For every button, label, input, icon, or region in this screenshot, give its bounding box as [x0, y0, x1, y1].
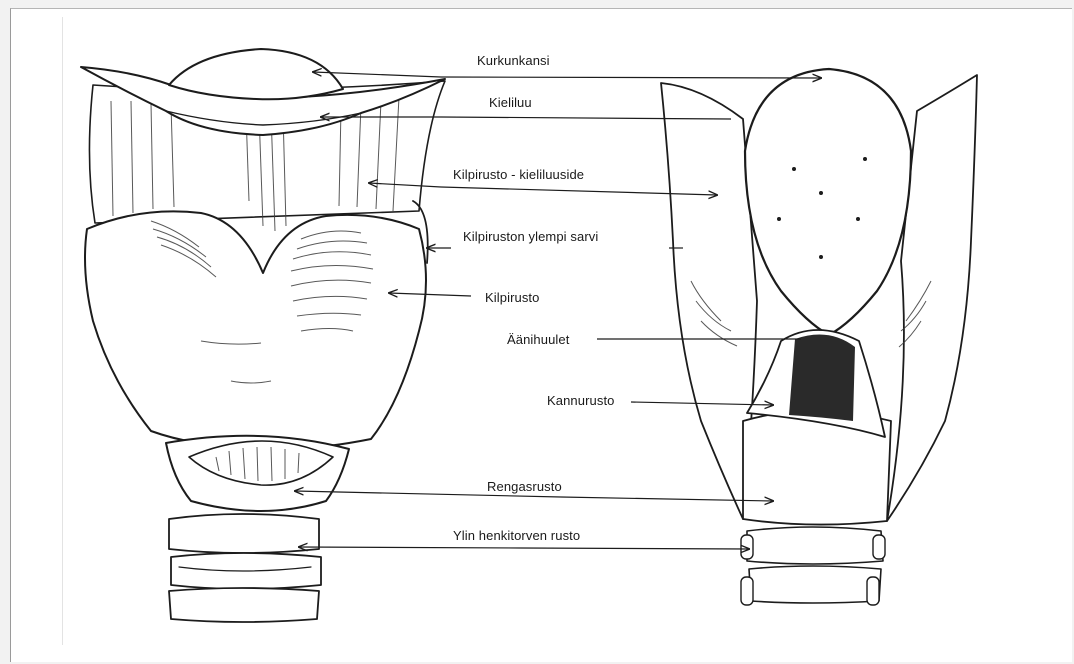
- label-ylin-henkitorven-rusto: Ylin henkitorven rusto: [453, 528, 580, 543]
- label-kurkunkansi: Kurkunkansi: [477, 53, 550, 68]
- epiglottis-shape: [169, 49, 343, 99]
- thyroid-cartilage-shape: [85, 211, 426, 448]
- label-kannurusto: Kannurusto: [547, 393, 615, 408]
- label-aanihuulet: Äänihuulet: [507, 332, 569, 347]
- glottis-dark: [789, 335, 855, 422]
- label-rengasrusto: Rengasrusto: [487, 479, 562, 494]
- trachea-rings: [169, 514, 321, 622]
- label-kieliluu: Kieliluu: [489, 95, 532, 110]
- posterior-larynx-drawing: [661, 69, 977, 605]
- document-page: Kurkunkansi Kieliluu Kilpirusto - kielil…: [10, 8, 1072, 662]
- epiglottis-posterior-shape: [745, 69, 911, 335]
- label-kilpirusto: Kilpirusto: [485, 290, 539, 305]
- anterior-larynx-drawing: [81, 49, 445, 622]
- label-kilpirusto-kieliluuside: Kilpirusto - kieliluuside: [453, 167, 584, 182]
- trachea-rings-posterior: [741, 527, 885, 605]
- label-kilpiruston-ylempi-sarvi: Kilpiruston ylempi sarvi: [463, 229, 598, 244]
